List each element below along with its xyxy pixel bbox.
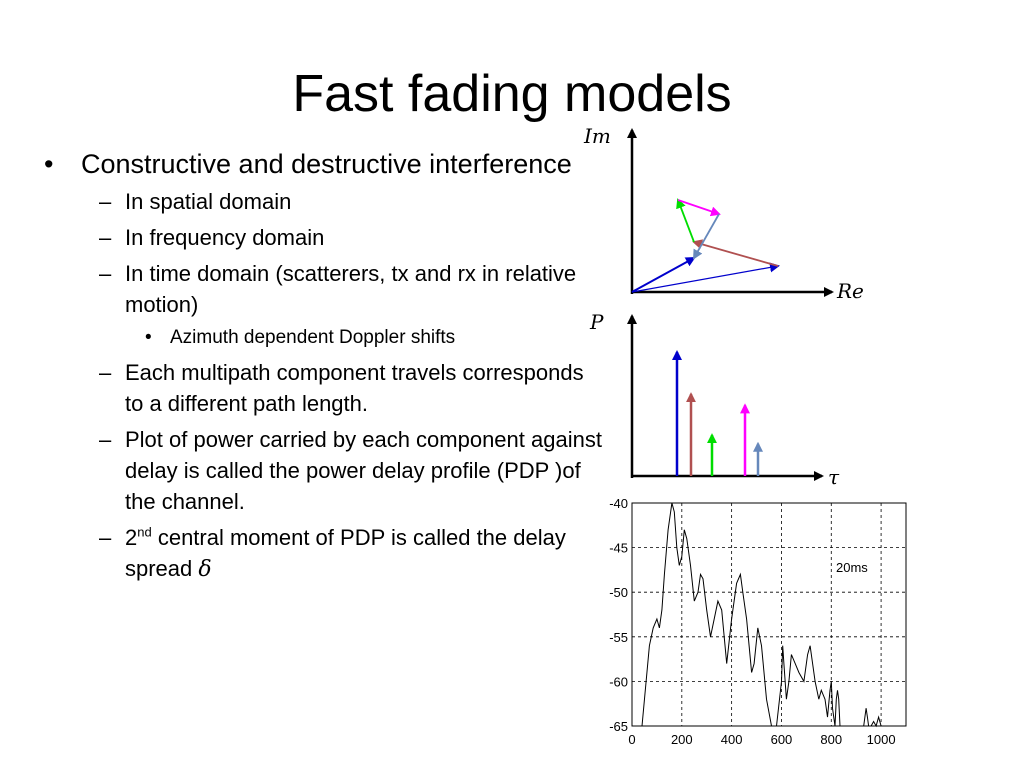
y-tick-label: -65 <box>609 719 628 734</box>
phasor-steel <box>693 213 720 260</box>
resultant-phasor <box>631 262 780 293</box>
sub-bullet-multipath: – Each multipath component travels corre… <box>81 357 604 419</box>
moment-text-post: central moment of PDP is called the dela… <box>125 525 566 581</box>
phasor-brown <box>692 239 779 267</box>
bullet-text: Constructive and destructive interferenc… <box>81 149 572 179</box>
sub-bullet-text: In time domain (scatterers, tx and rx in… <box>125 261 577 317</box>
x-tick-label: 0 <box>628 732 635 747</box>
y-tick-label: -50 <box>609 585 628 600</box>
x-tick-label: 600 <box>771 732 793 747</box>
phasor-magenta <box>677 199 721 217</box>
dash-marker: – <box>99 189 112 214</box>
tau-label: τ <box>828 465 840 489</box>
sub-bullet-text: In spatial domain <box>125 189 292 214</box>
delta-symbol: δ <box>198 557 212 582</box>
dash-marker: – <box>99 427 112 452</box>
dash-marker: – <box>99 225 112 250</box>
pdp-stem-plot: P τ <box>589 310 840 489</box>
y-tick-label: -60 <box>609 674 628 689</box>
x-tick-label: 800 <box>820 732 842 747</box>
bullet-marker: • <box>44 149 54 179</box>
y-tick-label: -45 <box>609 541 628 556</box>
sub-bullet-text: Plot of power carried by each component … <box>125 427 602 514</box>
chart-grid <box>632 503 906 726</box>
phasor-diagram: Im Re <box>583 124 864 303</box>
x-tick-label: 200 <box>671 732 693 747</box>
sub-sub-bullet-text: Azimuth dependent Doppler shifts <box>170 327 456 348</box>
phasor-blue <box>631 257 696 293</box>
pdp-trace <box>632 502 906 728</box>
phasor-green <box>676 198 695 243</box>
pdp-measurement-chart: 0 200 400 600 800 1000 -40 -45 -50 -55 -60 -65 20m… <box>609 496 907 747</box>
re-label: Re <box>836 279 864 303</box>
y-tick-label: -40 <box>609 496 628 511</box>
im-label: Im <box>583 124 611 148</box>
bullet-marker: • <box>145 327 152 348</box>
x-tick-label: 1000 <box>867 732 896 747</box>
ordinal-superscript: nd <box>137 524 152 540</box>
y-tick-label: -55 <box>609 630 628 645</box>
slide-title: Fast fading models <box>292 65 732 123</box>
sub-bullet-text: Each multipath component travels corresp… <box>125 360 584 416</box>
pdp-stems <box>672 350 763 476</box>
sub-bullet-spatial: – In spatial domain <box>81 186 604 217</box>
sub-bullet-time: – In time domain (scatterers, tx and rx … <box>81 258 604 320</box>
sub-bullet-frequency: – In frequency domain <box>81 222 604 253</box>
sub-bullet-pdp: – Plot of power carried by each componen… <box>81 424 604 517</box>
dash-marker: – <box>99 261 112 286</box>
x-tick-labels: 0 200 400 600 800 1000 <box>628 732 895 747</box>
chart-frame <box>631 502 907 727</box>
moment-text-pre: 2 <box>125 525 138 550</box>
x-tick-label: 400 <box>721 732 743 747</box>
sub-sub-bullet-doppler: • Azimuth dependent Doppler shifts <box>125 324 604 352</box>
sub-bullet-moment: – 2nd central moment of PDP is called th… <box>81 522 604 585</box>
p-label: P <box>589 310 604 334</box>
chart-annotation: 20ms <box>836 560 868 575</box>
dash-marker: – <box>99 525 112 550</box>
sub-bullet-text: In frequency domain <box>125 225 325 250</box>
bullet-list: • Constructive and destructive interfere… <box>44 148 604 585</box>
dash-marker: – <box>99 360 112 385</box>
bullet-interference: • Constructive and destructive interfere… <box>44 148 604 180</box>
y-tick-labels: -40 -45 -50 -55 -60 -65 <box>609 496 628 734</box>
